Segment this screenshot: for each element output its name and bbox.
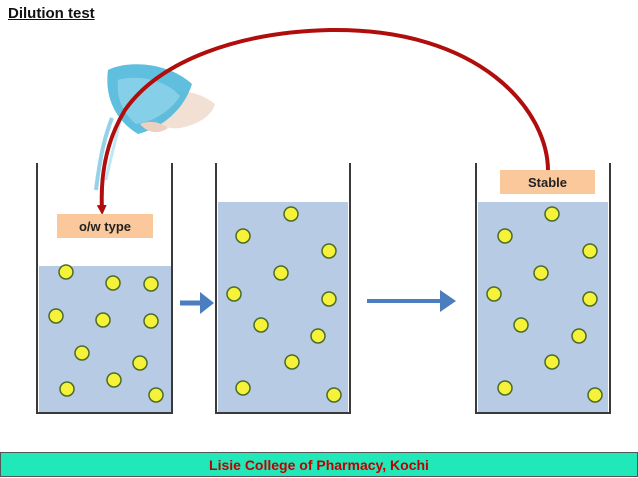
beaker-2-droplets: [226, 206, 342, 403]
beaker-3-liquid: [478, 202, 608, 412]
footer-bar: Lisie College of Pharmacy, Kochi: [0, 452, 638, 477]
beaker-3: [475, 163, 611, 414]
beaker-3-droplets: [486, 206, 603, 403]
slide-title: Dilution test: [8, 5, 95, 22]
beaker-2: [215, 163, 351, 414]
stable-label: Stable: [500, 170, 595, 194]
ow-type-label: o/w type: [57, 214, 153, 238]
curved-arrow-red: [96, 27, 550, 215]
footer-text: Lisie College of Pharmacy, Kochi: [209, 456, 429, 473]
pouring-hand-image: [94, 64, 215, 191]
beaker-1: [36, 163, 173, 414]
arrow-right-long: [367, 290, 456, 312]
beaker-1-droplets: [48, 264, 164, 403]
arrow-right-small: [180, 292, 214, 314]
